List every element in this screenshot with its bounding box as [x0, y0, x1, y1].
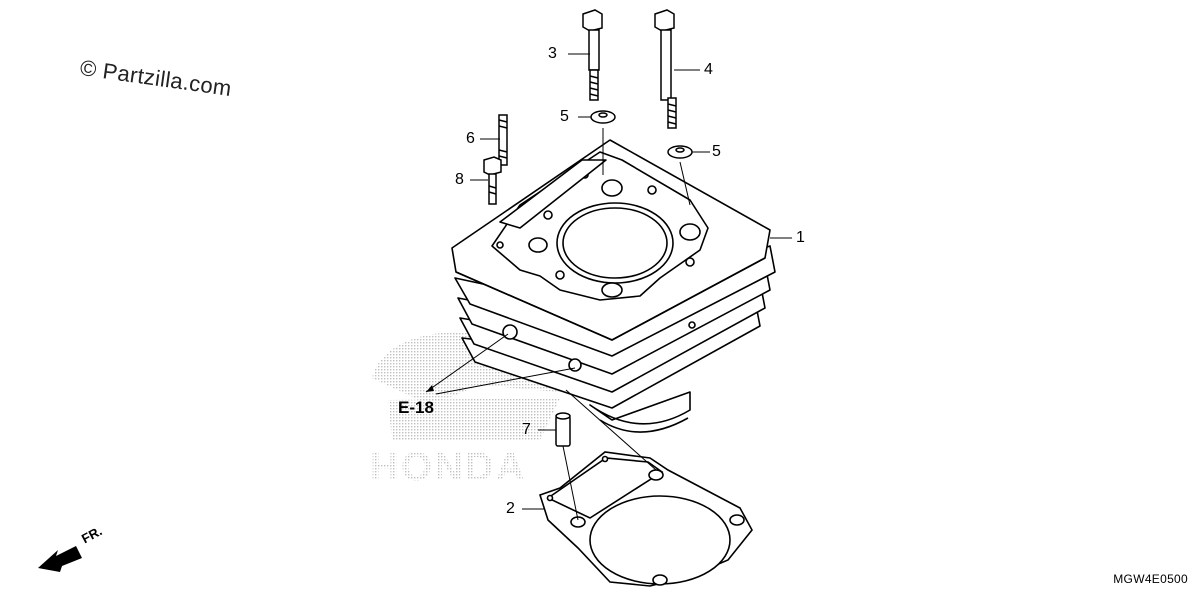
front-arrow-icon: [38, 546, 82, 572]
leader-lines: [425, 53, 792, 521]
cylinder: [451, 139, 776, 433]
callout-5-right: 5: [712, 143, 721, 160]
callout-2: 2: [506, 500, 515, 517]
reference-label: E-18: [398, 398, 434, 417]
bolt-3: [582, 9, 603, 101]
washer-5-right: [667, 145, 693, 159]
bolt-4: [654, 9, 677, 129]
callout-5-left: 5: [560, 108, 569, 125]
cylinder-base-gasket: [539, 451, 753, 587]
callout-7: 7: [522, 421, 531, 438]
reference-arrowheads: [426, 385, 434, 392]
callout-3: 3: [548, 45, 557, 62]
callout-6: 6: [466, 130, 475, 147]
stud-6: [498, 114, 508, 166]
washer-5-left: [590, 110, 616, 124]
callout-8: 8: [455, 171, 464, 188]
callout-4: 4: [704, 61, 713, 78]
callout-1: 1: [796, 229, 805, 246]
dowel-pin-7: [555, 412, 571, 447]
bolt-8: [483, 156, 502, 205]
svg-text:HONDA: HONDA: [370, 445, 527, 489]
diagram-code: MGW4E0500: [1113, 572, 1188, 586]
